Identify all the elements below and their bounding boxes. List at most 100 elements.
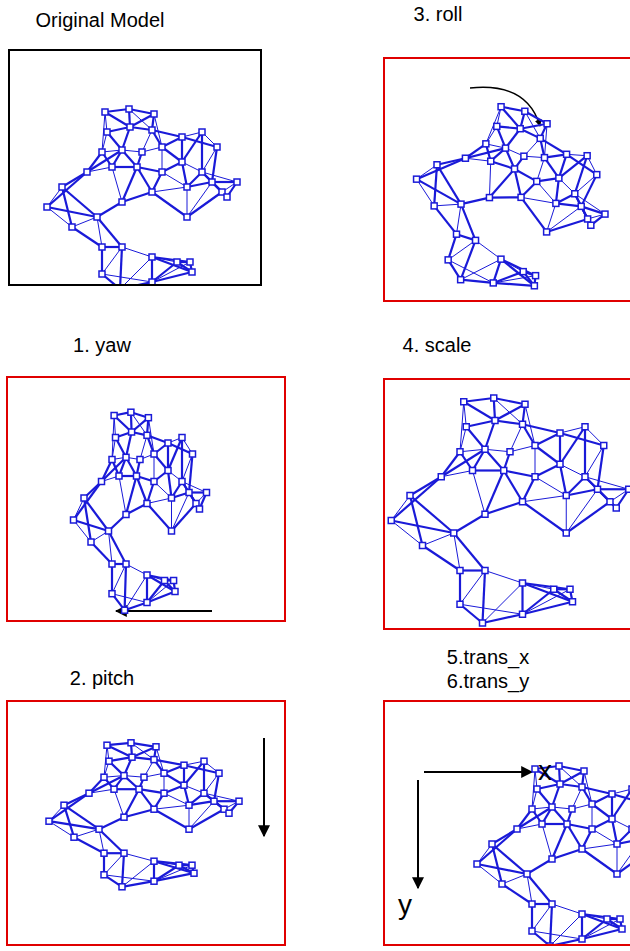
transform-panel: 4. scale (383, 378, 630, 630)
mesh-vertex (86, 790, 92, 796)
mesh-line (473, 471, 486, 515)
transform-panel: 1. yaw (6, 376, 286, 622)
mesh-line (493, 283, 534, 286)
face-mesh (10, 51, 260, 284)
mesh-vertex (129, 429, 135, 435)
mesh-line (120, 257, 152, 284)
mesh-line (122, 167, 137, 202)
mesh-line (152, 192, 187, 217)
mesh-line (476, 240, 501, 259)
mesh-vertex (171, 578, 177, 584)
mesh-line (531, 904, 533, 931)
mesh-line (154, 454, 155, 482)
mesh-vertex (211, 798, 217, 804)
mesh-line (171, 498, 172, 531)
mesh-line (461, 198, 489, 205)
mesh-line (485, 571, 523, 584)
mesh-line (181, 438, 183, 482)
mesh-vertex (434, 162, 440, 168)
mesh-vertex (607, 499, 613, 505)
mesh-vertex (579, 846, 585, 852)
y-axis-arrow (417, 780, 419, 888)
mesh-line (87, 150, 122, 172)
mesh-line (556, 203, 581, 206)
mesh-vertex (127, 124, 133, 130)
mesh-vertex (582, 424, 588, 430)
mesh-vertex (589, 826, 595, 832)
mesh-vertex (570, 599, 576, 605)
mesh-vertex (234, 179, 240, 185)
mesh-line (559, 433, 561, 464)
mesh-line (104, 875, 154, 881)
mesh-line (547, 203, 556, 232)
mesh-line (154, 809, 189, 829)
mesh-line (423, 546, 461, 571)
mesh-vertex (549, 804, 555, 810)
mesh-vertex (457, 601, 463, 607)
mesh-vertex (518, 194, 524, 200)
mesh-vertex (614, 871, 620, 877)
mesh-vertex (149, 279, 155, 284)
mesh-line (122, 881, 154, 887)
mesh-vertex (494, 123, 500, 129)
mesh-line (556, 178, 559, 203)
mesh-vertex (99, 149, 105, 155)
mesh-vertex (161, 770, 167, 776)
mesh-vertex (179, 435, 185, 441)
mesh-vertex (614, 841, 620, 847)
mesh-vertex (522, 401, 528, 407)
mesh-vertex (46, 818, 52, 824)
mesh-line (74, 837, 104, 853)
mesh-line (598, 488, 629, 490)
mesh-vertex (172, 589, 178, 595)
mesh-vertex (529, 806, 535, 812)
mesh-line (201, 132, 203, 172)
mesh-line (119, 476, 126, 515)
mesh-vertex (609, 816, 615, 822)
mesh-line (582, 849, 617, 874)
mesh-line (485, 421, 495, 450)
mesh-line (477, 829, 517, 864)
mesh-vertex (531, 283, 537, 289)
mesh-line (168, 471, 172, 499)
mesh-line (486, 107, 501, 144)
mesh-line (550, 904, 552, 944)
mesh-line (504, 471, 523, 502)
mesh-line (464, 402, 495, 421)
mesh-vertex (458, 277, 464, 283)
mesh-vertex (601, 443, 607, 449)
mesh-line (584, 427, 586, 477)
mesh-line (182, 482, 200, 510)
transform-panel: 2. pitch (6, 700, 286, 946)
face-mesh (385, 59, 630, 300)
mesh-vertex (236, 798, 242, 804)
mesh-vertex (123, 512, 129, 518)
mesh-vertex (106, 758, 112, 764)
mesh-vertex (99, 244, 105, 250)
mesh-vertex (581, 768, 587, 774)
mesh-vertex (190, 451, 196, 457)
mesh-vertex (226, 810, 232, 816)
mesh-line (126, 432, 132, 457)
mesh-vertex (174, 259, 180, 265)
mesh-line (460, 571, 485, 605)
mesh-vertex (191, 870, 197, 876)
mesh-vertex (145, 415, 151, 421)
mesh-vertex (556, 175, 562, 181)
mesh-vertex (119, 199, 125, 205)
mesh-vertex (144, 501, 150, 507)
mesh-vertex (486, 195, 492, 201)
mesh-line (454, 533, 485, 571)
mesh-line (527, 874, 552, 904)
mesh-line (122, 853, 124, 887)
mesh-vertex (99, 271, 105, 277)
mesh-vertex (539, 821, 545, 827)
mesh-vertex (588, 222, 594, 228)
mesh-line (189, 809, 224, 829)
mesh-line (560, 464, 566, 495)
mesh-vertex (585, 216, 591, 222)
mesh-vertex (512, 166, 518, 172)
mesh-vertex (488, 158, 494, 164)
mesh-line (417, 158, 466, 179)
mesh-vertex (451, 530, 457, 536)
